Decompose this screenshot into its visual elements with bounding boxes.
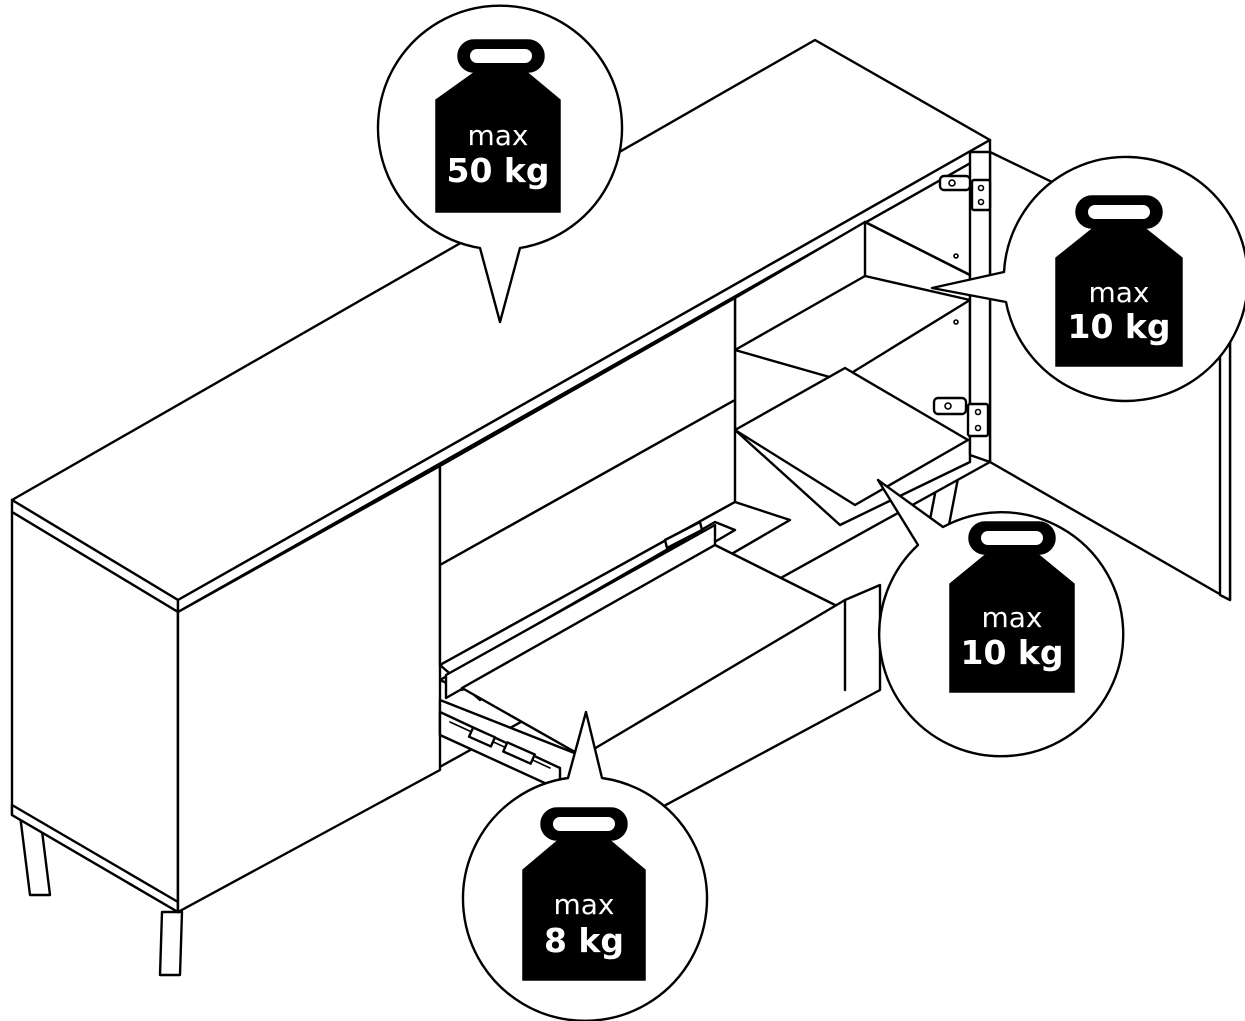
drawer-runner	[438, 710, 562, 792]
weight-icon: max 10 kg	[949, 521, 1075, 693]
hinge-upper	[938, 174, 992, 212]
drawer-runner-back	[663, 520, 704, 550]
callout-top-max: max	[467, 119, 528, 152]
lower-shelf	[733, 366, 970, 507]
callout-drawer-weight: 8 kg	[544, 921, 624, 960]
callout-lower-shelf-load: max 10 kg	[876, 478, 1125, 758]
hinge-lower	[932, 396, 990, 438]
callout-upper-shelf-load: max 10 kg	[930, 155, 1245, 403]
legs	[18, 466, 962, 977]
callout-upper-shelf-weight: 10 kg	[1068, 307, 1171, 346]
callout-upper-shelf-max: max	[1088, 276, 1149, 309]
callout-lower-shelf-weight: 10 kg	[961, 633, 1064, 672]
callout-drawer-load: max 8 kg	[461, 710, 709, 1021]
weight-icon: max 10 kg	[1055, 195, 1183, 367]
callout-top-weight: 50 kg	[447, 151, 550, 190]
callout-drawer-max: max	[553, 888, 614, 921]
open-drawer	[438, 500, 882, 852]
left-door	[176, 464, 442, 914]
callout-top-load: max 50 kg	[376, 4, 624, 324]
weight-icon: max 8 kg	[522, 807, 646, 981]
callout-lower-shelf-max: max	[981, 601, 1042, 634]
cabinet-interior	[733, 220, 972, 527]
weight-icon: max 50 kg	[435, 39, 561, 213]
